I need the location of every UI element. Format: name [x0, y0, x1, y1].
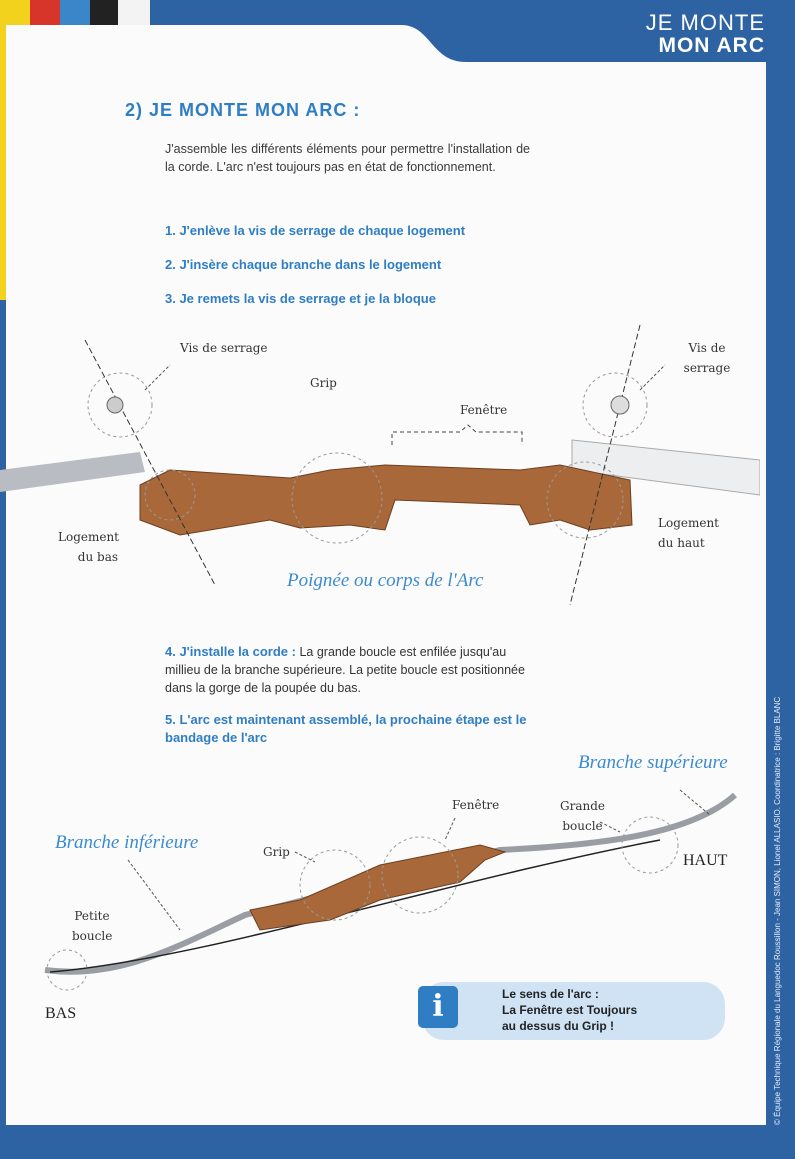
step-4-label: 4. J'installe la corde :	[165, 644, 296, 659]
bow-limbs	[44, 792, 737, 975]
section-title: 2) JE MONTE MON ARC :	[125, 100, 361, 120]
bow-riser	[249, 844, 507, 931]
info-line2: La Fenêtre est Toujours	[502, 1003, 638, 1017]
step-2: 2. J'insère chaque branche dans le logem…	[165, 257, 442, 272]
label-upper-limb: Branche supérieure	[578, 752, 728, 773]
label-slot-bottom: Logement du bas	[58, 530, 120, 564]
info-icon: i	[418, 986, 458, 1028]
label-bottom: BAS	[45, 1005, 77, 1022]
copyright: © Équipe Technique Régionale du Languedo…	[773, 696, 782, 1125]
step-4-body: La grande boucle est enfilée jusqu'au mi…	[165, 645, 525, 695]
step-5: 5. L'arc est maintenant assemblé, la pro…	[165, 712, 527, 745]
info-box: i Le sens de l'arc : La Fenêtre est Touj…	[418, 982, 725, 1040]
riser-body	[139, 464, 633, 536]
label-small-loop: Petite boucle	[72, 909, 113, 943]
info-line3: au dessus du Grip !	[502, 1019, 615, 1033]
label-big-loop: Grande boucle	[560, 799, 605, 833]
label-window: Fenêtre	[460, 403, 508, 417]
label-grip: Grip	[310, 376, 337, 390]
caption-riser: Poignée ou corps de l'Arc	[287, 570, 484, 591]
lower-limb-stub	[0, 452, 145, 492]
screw-right-icon	[610, 395, 630, 415]
step-4: 4. J'installe la corde : La grande boucl…	[165, 643, 535, 697]
label-top: HAUT	[683, 852, 728, 869]
info-line1: Le sens de l'arc :	[502, 987, 599, 1001]
label-screw-right: Vis de serrage	[683, 341, 731, 375]
label-screw-left: Vis de serrage	[180, 341, 268, 355]
header-line1: JE MONTE	[645, 10, 765, 35]
label-grip-2: Grip	[263, 845, 290, 859]
page-card	[6, 25, 766, 1125]
bow-diagram	[44, 789, 737, 991]
upper-limb-stub	[571, 439, 760, 496]
intro-paragraph: J'assemble les différents éléments pour …	[165, 142, 530, 174]
label-lower-limb: Branche inférieure	[55, 832, 199, 853]
screw-left-icon	[106, 396, 124, 414]
header-line2: MON ARC	[658, 34, 765, 57]
step-1: 1. J'enlève la vis de serrage de chaque …	[165, 223, 466, 238]
riser-diagram	[0, 324, 760, 606]
info-text: Le sens de l'arc : La Fenêtre est Toujou…	[502, 986, 637, 1034]
label-window-2: Fenêtre	[452, 798, 500, 812]
label-slot-top: Logement du haut	[658, 516, 720, 550]
step-3: 3. Je remets la vis de serrage et je la …	[165, 291, 436, 306]
